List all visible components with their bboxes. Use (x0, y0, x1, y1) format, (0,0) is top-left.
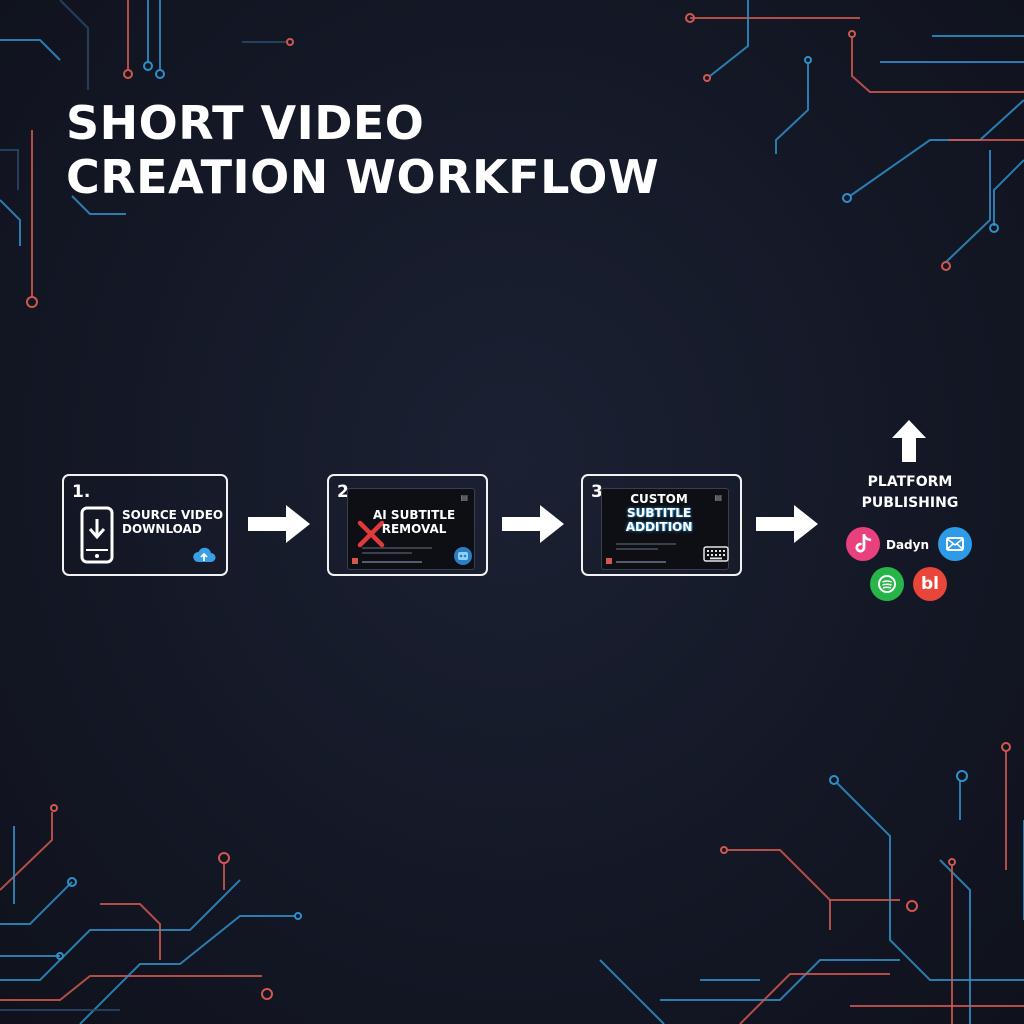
settings-tag-icon: ▤ (460, 493, 468, 502)
tiktok-icon (846, 527, 880, 561)
page-title: SHORT VIDEO CREATION WORKFLOW (66, 96, 659, 204)
flow-arrow-1 (248, 505, 310, 543)
keyboard-icon (703, 546, 729, 562)
bl-icon: bl (913, 567, 947, 601)
step-3-label: CUSTOM SUBTITLE ADDITION (625, 492, 693, 534)
step-1-number: 1. (72, 482, 91, 502)
step-2-label: AI SUBTITLE REMOVAL (373, 508, 456, 536)
play-icon (606, 558, 612, 564)
platform-name-text: Dadyn (886, 538, 930, 552)
settings-tag-icon: ▤ (714, 493, 722, 502)
step-2-card: 2. ▤ AI SUBTITLE REMOVAL (327, 474, 488, 576)
step-1-card: 1. SOURCE VIDEO DOWNLOAD (62, 474, 228, 576)
subtitle-editor-screen: ▤ (601, 488, 729, 570)
ai-chip-icon (454, 547, 472, 565)
title-line-2: CREATION WORKFLOW (66, 150, 660, 204)
title-line-1: SHORT VIDEO (66, 96, 425, 150)
publish-up-arrow (892, 420, 926, 462)
red-x-icon (357, 520, 385, 548)
cloud-upload-icon (193, 547, 216, 562)
platform-publishing-label: PLATFORM PUBLISHING (861, 474, 959, 511)
flow-arrow-2 (502, 505, 564, 543)
step-3-card: 3. ▤ CUSTOM SUBTITLE ADDITION (581, 474, 742, 576)
play-icon (352, 558, 358, 564)
mail-icon (938, 527, 972, 561)
step-1-label: SOURCE VIDEO DOWNLOAD (122, 508, 224, 536)
smartphone-download-icon (80, 506, 114, 564)
chat-icon (870, 567, 904, 601)
flow-arrow-3 (756, 505, 818, 543)
